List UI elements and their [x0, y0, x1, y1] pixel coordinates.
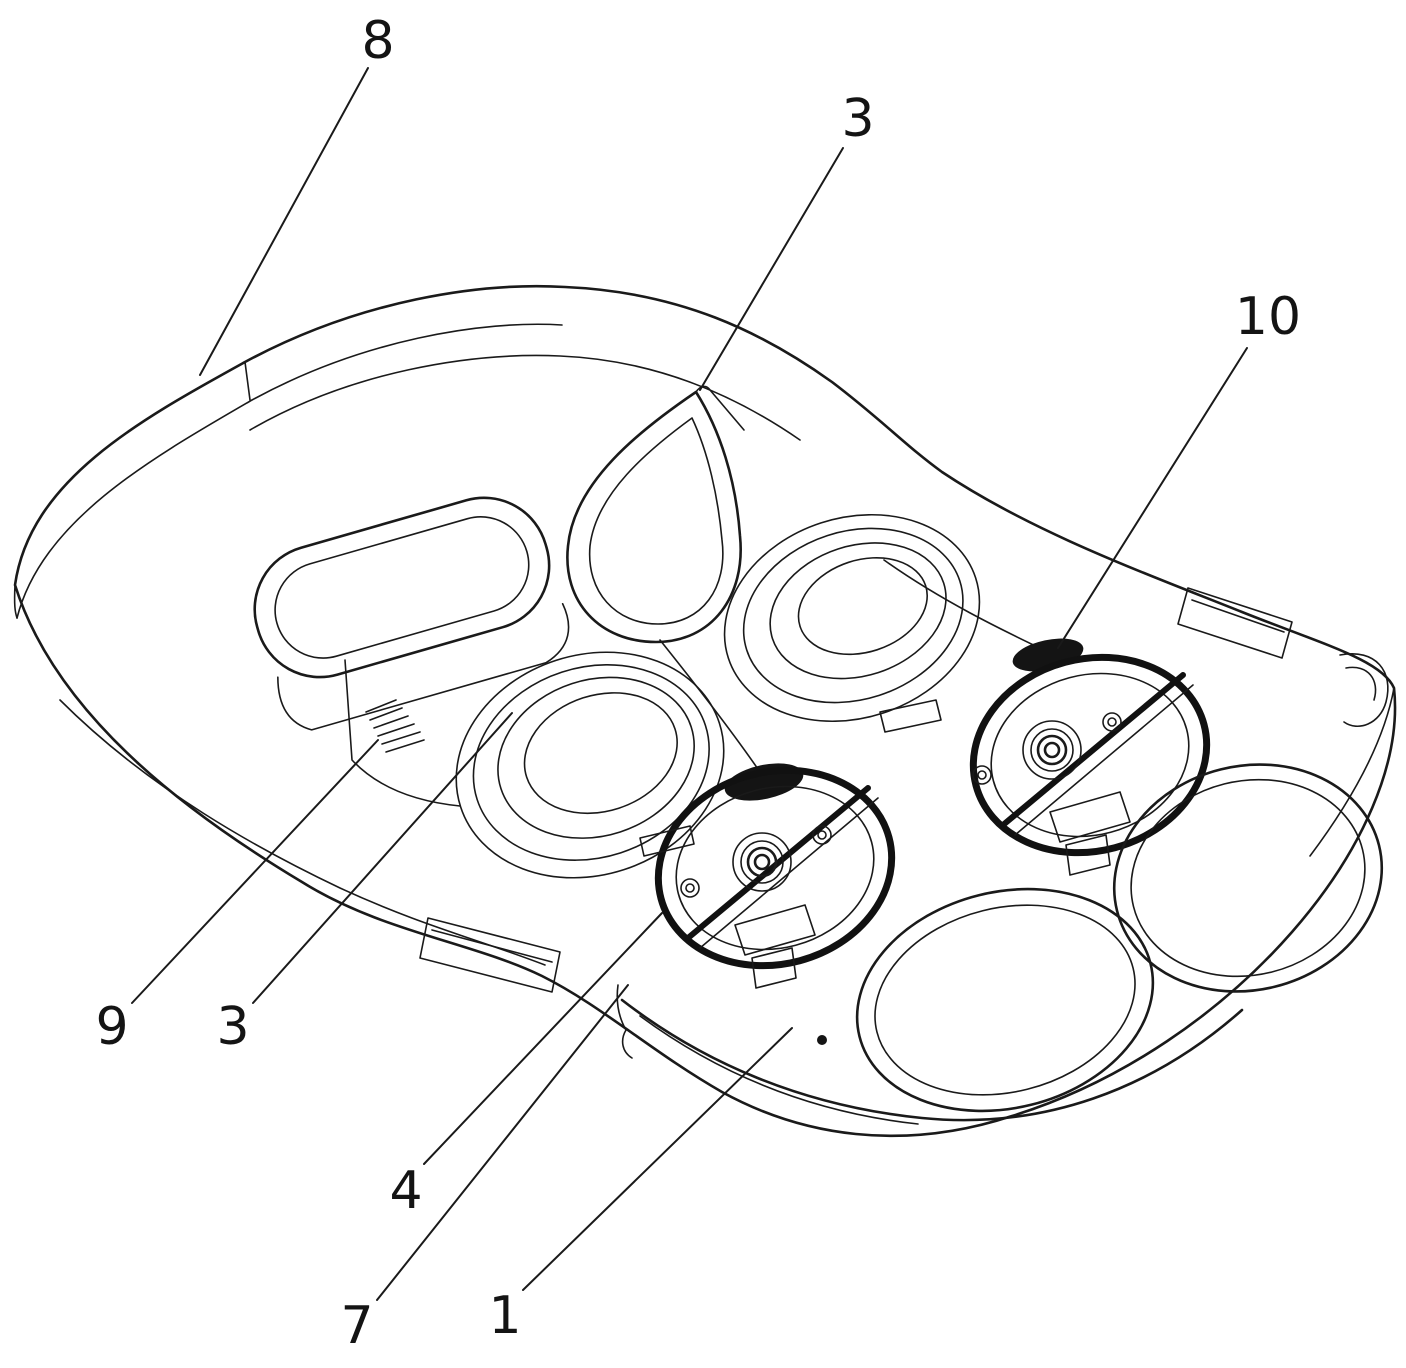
leader-line-7 — [376, 984, 629, 1301]
teardrop-cam — [566, 385, 745, 644]
ref-num-1: 1 — [488, 1286, 521, 1346]
leader-line-3-top — [699, 147, 844, 391]
leader-line-8 — [199, 67, 369, 376]
head-upper-left — [455, 651, 725, 879]
leader-lines — [131, 67, 1248, 1301]
ref-num-8: 8 — [361, 11, 394, 71]
rotor-right — [969, 653, 1211, 876]
outer-shell — [13, 284, 1397, 1138]
front-openings — [616, 763, 1384, 1113]
left-pad — [253, 496, 570, 731]
leader-line-10 — [1057, 347, 1248, 649]
ref-num-3-top: 3 — [841, 89, 874, 149]
ref-num-9: 9 — [95, 997, 128, 1057]
hatch-detail — [344, 659, 461, 807]
leader-line-1 — [522, 1027, 793, 1291]
leader-line-3-bottom — [252, 712, 513, 1004]
ref-num-7: 7 — [340, 1296, 373, 1356]
ref-num-3-bottom: 3 — [216, 997, 249, 1057]
head-upper-right — [723, 513, 981, 723]
reference-numerals: 8 3 10 9 3 4 7 1 — [95, 11, 1301, 1356]
leader-line-9 — [131, 739, 379, 1004]
leader-line-4 — [423, 912, 663, 1165]
rotor-center — [654, 766, 896, 989]
ref-num-4: 4 — [389, 1161, 422, 1221]
ref-num-10: 10 — [1235, 287, 1301, 347]
tabs — [419, 587, 1293, 993]
